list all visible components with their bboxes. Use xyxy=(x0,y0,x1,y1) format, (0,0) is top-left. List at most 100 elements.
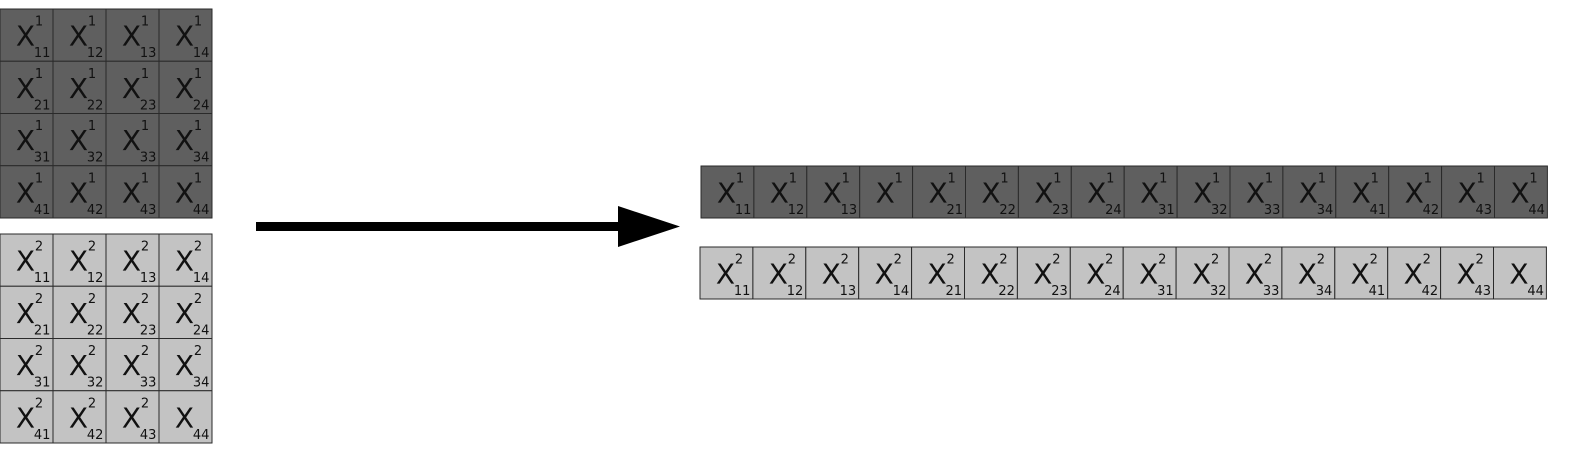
cell-base-label: X xyxy=(770,176,789,209)
cell-superscript: 1 xyxy=(194,15,202,30)
cell-box xyxy=(105,165,160,219)
cell-subscript: 33 xyxy=(140,151,157,166)
cell-subscript: 13 xyxy=(840,284,857,299)
cell-superscript: 1 xyxy=(1212,172,1220,187)
cell-superscript: 1 xyxy=(1159,172,1167,187)
cell-box xyxy=(1122,246,1177,300)
cell-box xyxy=(806,165,861,219)
cell-base-label: X xyxy=(1140,176,1159,209)
cell-superscript: 2 xyxy=(88,396,96,411)
cell-subscript: 24 xyxy=(193,98,210,113)
cell-base-label: X xyxy=(716,257,735,290)
cell-base-label: X xyxy=(1457,176,1476,209)
cell-superscript: 2 xyxy=(788,253,796,268)
cell-base-label: X xyxy=(981,176,1000,209)
right-arrow-icon xyxy=(256,206,680,247)
cell-subscript: 22 xyxy=(87,323,104,338)
cell-superscript: 1 xyxy=(1371,172,1379,187)
cell-box xyxy=(965,165,1019,219)
cell-subscript: 31 xyxy=(1158,203,1175,218)
cell-subscript: 31 xyxy=(34,376,51,391)
cell-subscript: 44 xyxy=(193,203,210,218)
cell-superscript: 1 xyxy=(141,67,149,82)
cell-subscript: 12 xyxy=(87,271,104,286)
cell-subscript: 32 xyxy=(1211,203,1228,218)
cell-base-label: X xyxy=(1086,257,1105,290)
cell-base-label: X xyxy=(16,20,35,53)
cell-box xyxy=(158,233,213,287)
cell-subscript: 34 xyxy=(193,151,210,166)
cell-base-label: X xyxy=(1034,176,1053,209)
cell-box xyxy=(105,390,160,444)
cell-subscript: 21 xyxy=(34,98,51,113)
cell-superscript: 2 xyxy=(35,344,43,359)
cell-base-label: X xyxy=(769,257,788,290)
cell-base-label: X xyxy=(122,401,141,434)
cell-base-label: X xyxy=(16,245,35,278)
matrix-cell: X44 xyxy=(158,390,213,444)
cell-base-label: X xyxy=(16,297,35,330)
cell-superscript: 1 xyxy=(141,171,149,186)
cell-base-label: X xyxy=(717,176,736,209)
cell-box xyxy=(753,165,808,219)
cell-subscript: 11 xyxy=(34,46,51,61)
cell-base-label: X xyxy=(122,297,141,330)
cell-superscript: 1 xyxy=(194,119,202,134)
cell-superscript: 2 xyxy=(141,240,149,255)
cell-base-label: X xyxy=(1139,257,1158,290)
cell-subscript: 24 xyxy=(193,323,210,338)
cell-superscript: 2 xyxy=(841,253,849,268)
cell-subscript: 14 xyxy=(893,284,910,299)
cell-subscript: 34 xyxy=(1316,284,1333,299)
cell-superscript: 1 xyxy=(1424,172,1432,187)
cell-base-label: X xyxy=(822,257,841,290)
cell-base-label: X xyxy=(175,176,194,209)
cell-superscript: 2 xyxy=(999,253,1007,268)
cell-box xyxy=(158,165,213,219)
cell-superscript: 1 xyxy=(35,67,43,82)
cell-subscript: 44 xyxy=(1528,203,1545,218)
cell-subscript: 44 xyxy=(1527,284,1544,299)
cell-base-label: X xyxy=(1456,257,1475,290)
cell-superscript: 2 xyxy=(1105,253,1113,268)
cell-superscript: 1 xyxy=(141,15,149,30)
cell-superscript: 2 xyxy=(35,240,43,255)
cell-box xyxy=(912,165,966,219)
cell-box xyxy=(911,246,965,300)
cell-box xyxy=(699,246,754,300)
cell-box xyxy=(158,390,213,444)
cell-base-label: X xyxy=(823,176,842,209)
cell-base-label: X xyxy=(1351,257,1370,290)
cell-subscript: 23 xyxy=(1051,284,1068,299)
cell-base-label: X xyxy=(122,20,141,53)
cell-box xyxy=(1017,165,1072,219)
cell-superscript: 1 xyxy=(194,67,202,82)
cell-subscript: 41 xyxy=(1369,284,1386,299)
cell-subscript: 21 xyxy=(34,323,51,338)
cell-subscript: 41 xyxy=(34,203,51,218)
cell-base-label: X xyxy=(69,245,88,278)
cell-subscript: 33 xyxy=(140,376,157,391)
